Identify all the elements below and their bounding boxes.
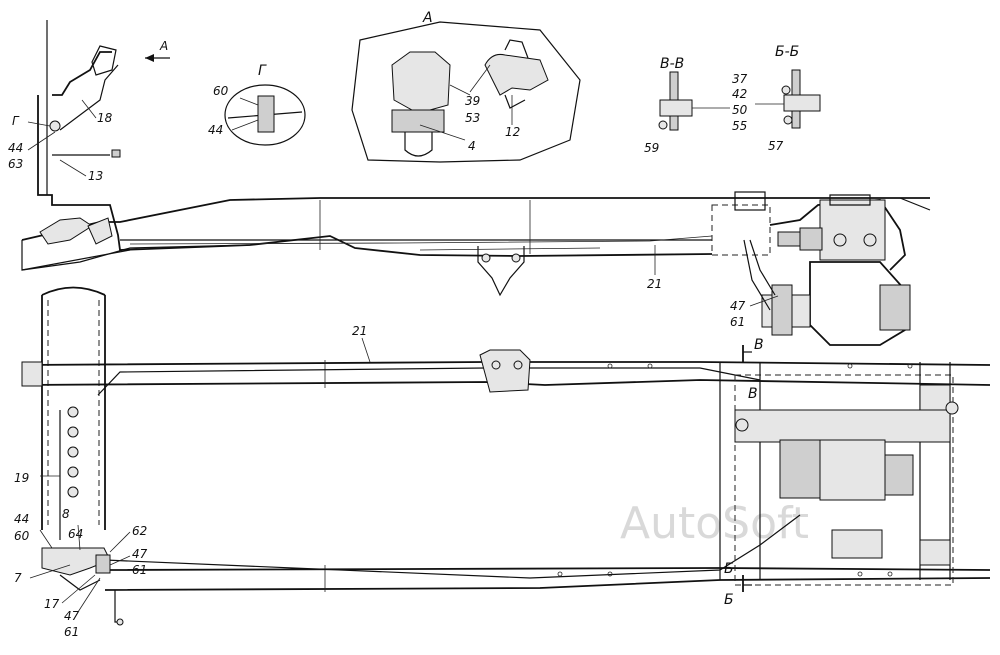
label-62: 62: [132, 524, 147, 538]
label-61-side: 61: [730, 315, 745, 329]
label-21-top: 21: [352, 324, 367, 338]
label-44-g: 44: [208, 123, 223, 137]
label-63: 63: [8, 157, 23, 171]
section-bb: [755, 69, 821, 129]
label-4: 4: [468, 139, 476, 153]
label-60-top: 60: [14, 529, 30, 543]
view-a-arrow: [145, 54, 170, 62]
label-12: 12: [505, 125, 520, 139]
label-61-top-a: 61: [132, 563, 147, 577]
label-60-g: 60: [213, 84, 229, 98]
side-view-frame: [21, 20, 931, 346]
section-mark-v-top: В: [754, 337, 764, 353]
label-57: 57: [768, 139, 784, 153]
label-61-top-b: 61: [64, 625, 79, 639]
label-7: 7: [14, 571, 22, 585]
top-view-frame: [21, 286, 991, 626]
section-bb-title: Б-Б: [775, 44, 799, 60]
view-a-arrow-label: А: [159, 39, 168, 53]
label-47-side: 47: [730, 299, 746, 313]
label-g-side: Г: [12, 114, 20, 128]
section-vv: [658, 71, 730, 131]
label-55: 55: [732, 119, 747, 133]
leader-lines: [27, 99, 779, 613]
section-mark-b-bottom: Б: [724, 592, 734, 608]
label-47-top-b: 47: [64, 609, 80, 623]
section-mark-v-bottom: В: [748, 386, 758, 402]
label-19: 19: [14, 471, 29, 485]
view-g-detail: [224, 84, 306, 146]
label-44-top: 44: [14, 512, 29, 526]
label-39: 39: [465, 94, 480, 108]
label-44-side: 44: [8, 141, 23, 155]
label-37: 37: [732, 72, 748, 86]
label-42: 42: [732, 87, 747, 101]
label-50: 50: [732, 103, 748, 117]
label-59: 59: [644, 141, 659, 155]
view-a-detail: [351, 21, 581, 163]
label-21-side: 21: [647, 277, 662, 291]
watermark: AutoSoft: [620, 498, 809, 549]
label-17: 17: [44, 597, 60, 611]
label-53: 53: [465, 111, 480, 125]
label-64: 64: [68, 527, 83, 541]
view-g-title: Г: [258, 63, 267, 79]
labels: А А Г В-В Б-Б 39 53 12 4 60 44 59 37 42 …: [8, 10, 799, 639]
label-47-top-a: 47: [132, 547, 148, 561]
label-18: 18: [97, 111, 113, 125]
label-13: 13: [88, 169, 103, 183]
section-mark-b-top: Б: [724, 561, 734, 577]
view-a-title: А: [422, 10, 433, 26]
label-8: 8: [62, 507, 70, 521]
section-vv-title: В-В: [660, 56, 684, 72]
